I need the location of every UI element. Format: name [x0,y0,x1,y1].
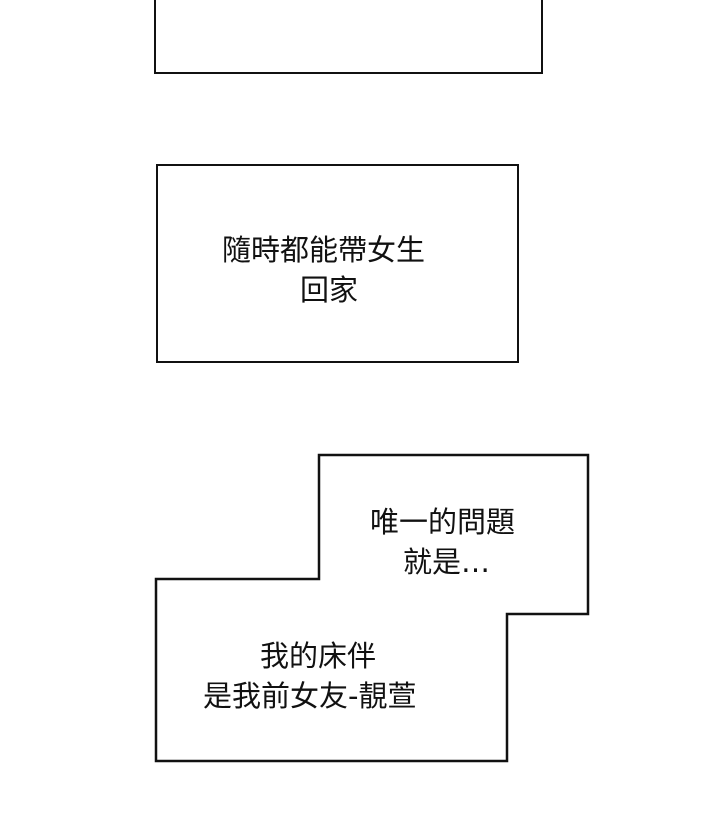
caption-line: 唯一的問題 [370,505,516,539]
caption-line: 是我前女友-靚萱 [203,679,417,713]
caption-line: 回家 [300,273,359,307]
caption-box-top [154,0,543,74]
caption-line: 我的床伴 [260,639,377,673]
caption-text-stepped-lower: 我的床伴 是我前女友-靚萱 [203,636,416,716]
caption-line: 就是… [403,545,491,579]
caption-text-stepped-upper: 唯一的問題 就是… [370,502,515,582]
caption-box-stepped-outline [154,453,590,763]
caption-box-middle [156,164,519,363]
caption-line: 隨時都能帶女生 [222,233,426,267]
caption-text-middle: 隨時都能帶女生 回家 [222,230,425,310]
